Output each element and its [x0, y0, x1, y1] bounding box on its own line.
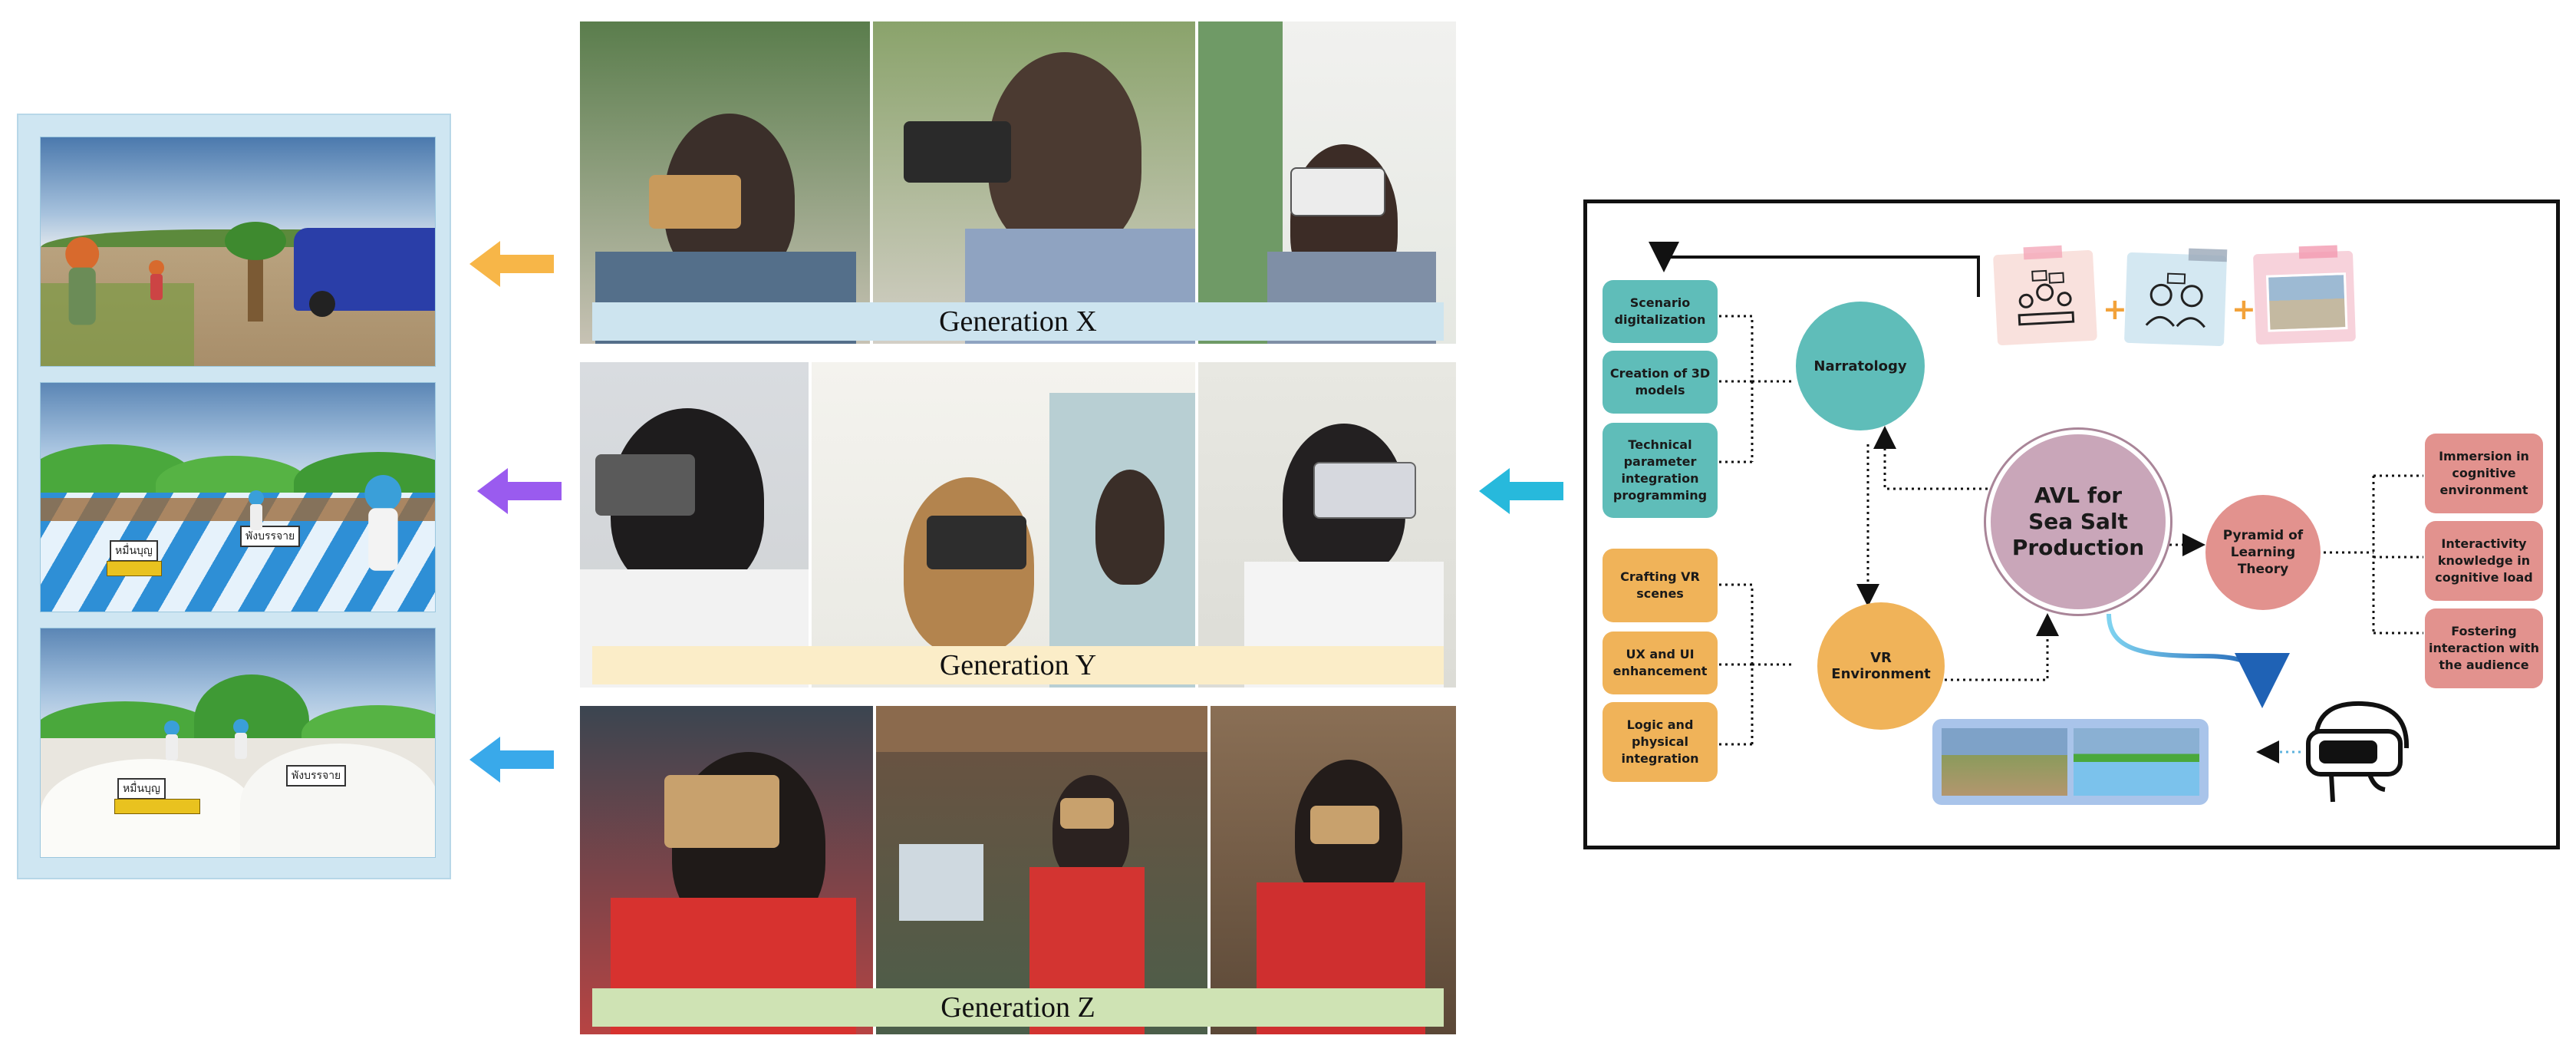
cardboard-headset	[1310, 806, 1379, 844]
vr-headset	[1313, 462, 1416, 519]
photo-gen-y-2	[812, 362, 1195, 688]
box-logic-physical: Logic and physical integration	[1603, 702, 1718, 782]
vr-scene-2: หมื่นบุญ พังบรรจาย	[40, 382, 436, 612]
photo-gen-x-2	[873, 21, 1195, 344]
box-crafting-vr-scenes: Crafting VR scenes	[1603, 549, 1718, 622]
cardboard-headset	[1060, 798, 1114, 829]
box-scenario-digitalization: Scenario digitalization	[1603, 280, 1718, 343]
vr-scene-3: หมื่นบุญ พังบรรจาย	[40, 628, 436, 858]
box-interactivity: Interactivity knowledge in cognitive loa…	[2425, 521, 2543, 601]
photo-gen-y-1	[580, 362, 809, 688]
arrow-left-icon	[469, 737, 554, 783]
vr-headset	[927, 516, 1026, 569]
photo-icon	[2252, 245, 2357, 345]
arrow-left-icon	[469, 241, 554, 287]
avatar	[363, 475, 404, 575]
vr-headset-user-icon	[2306, 701, 2410, 803]
box-creation-3d-models: Creation of 3D models	[1603, 351, 1718, 414]
avatar	[232, 719, 249, 760]
arrow-left-icon	[1479, 468, 1563, 514]
scene-sign: หมื่นบุญ	[110, 540, 158, 562]
vr-environment-circle: VR Environment	[1817, 602, 1945, 730]
avatar	[248, 490, 265, 532]
generation-label: Generation Y	[592, 646, 1444, 684]
vr-screenshots-strip	[1932, 719, 2209, 805]
cardboard-headset	[649, 175, 741, 229]
vr-headset	[1290, 167, 1385, 216]
box-fostering-interaction: Fostering interaction with the audience	[2425, 608, 2543, 688]
photo-gen-z-3	[1211, 706, 1456, 1034]
vr-scene-1	[40, 137, 436, 367]
photo-gen-x-1	[580, 21, 870, 344]
avatar	[64, 237, 100, 328]
narratology-circle: Narratology	[1796, 302, 1925, 430]
diagram-connectors	[1649, 242, 2423, 763]
photo-gen-z-1	[580, 706, 873, 1034]
photo-gen-y-3	[1198, 362, 1456, 688]
box-ux-ui-enhancement: UX and UI enhancement	[1603, 632, 1718, 694]
cardboard-headset	[664, 775, 779, 848]
pyramid-of-learning-circle: Pyramid of Learning Theory	[2205, 495, 2321, 610]
photo-gen-x-3	[1198, 21, 1456, 344]
avl-center-circle: AVL for Sea Salt Production	[1986, 430, 2170, 614]
avl-framework-diagram: Scenario digitalization Creation of 3D m…	[1583, 200, 2560, 849]
generation-label: Generation X	[592, 302, 1444, 341]
arrow-left-icon	[477, 468, 562, 514]
vr-scene-panel: หมื่นบุญ พังบรรจาย หมื่นบุญ พังบรรจาย	[17, 114, 451, 879]
box-technical-parameter: Technical parameter integration programm…	[1603, 423, 1718, 518]
photo-gen-z-2	[876, 706, 1207, 1034]
group-discussion-icon	[1993, 245, 2097, 346]
generation-label: Generation Z	[592, 988, 1444, 1027]
avatar	[148, 260, 165, 302]
scene-sign: หมื่นบุญ	[117, 778, 166, 800]
interview-icon	[2123, 248, 2228, 347]
avatar	[163, 721, 180, 762]
vr-headset	[595, 454, 695, 516]
scene-sign: พังบรรจาย	[286, 765, 347, 787]
vr-headset	[904, 121, 1011, 183]
box-immersion: Immersion in cognitive environment	[2425, 434, 2543, 513]
